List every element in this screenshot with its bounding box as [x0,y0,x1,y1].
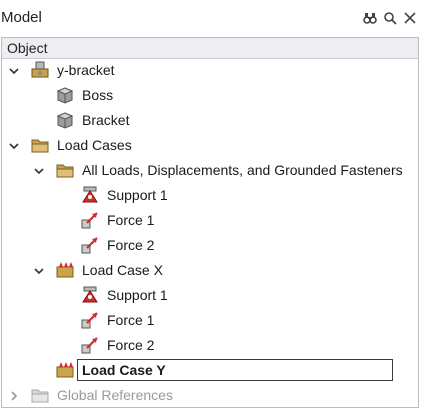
tree-label: Load Case Y [82,362,166,378]
chevron-down-icon[interactable] [8,64,20,76]
load-case-icon [55,360,75,380]
tree-row-bracket[interactable]: Bracket [2,108,418,133]
tree-label: All Loads, Displacements, and Grounded F… [82,162,403,178]
tree-label: Load Cases [57,137,132,153]
chevron-right-icon[interactable] [8,389,20,401]
model-tree-panel: Object y-bracket Boss Bracket Load Cases… [1,37,419,408]
tree-row-force-2[interactable]: Force 2 [2,333,418,358]
force-icon [80,310,100,330]
panel-title: Model [1,9,42,26]
tree-label: Force 2 [107,337,155,353]
column-header-object[interactable]: Object [2,38,418,59]
tree-row-force-2[interactable]: Force 2 [2,233,418,258]
tree-row-all-loads[interactable]: All Loads, Displacements, and Grounded F… [2,158,418,183]
tree-row-support-1[interactable]: Support 1 [2,183,418,208]
tree-row-support-1[interactable]: Support 1 [2,283,418,308]
tree-row-force-1[interactable]: Force 1 [2,308,418,333]
tree-label: Boss [82,87,114,103]
tree-label: Load Case X [82,262,163,278]
selection-highlight [77,359,393,381]
chevron-down-icon[interactable] [33,264,45,276]
folder-icon [30,385,50,405]
tree-label: Support 1 [107,187,168,203]
tree-label: Force 1 [107,312,155,328]
support-icon [80,285,100,305]
tree-row-boss[interactable]: Boss [2,83,418,108]
folder-icon [30,135,50,155]
binoculars-icon[interactable] [363,11,377,25]
tree-label: Force 1 [107,212,155,228]
force-icon [80,335,100,355]
tree-row-y-bracket[interactable]: y-bracket [2,58,418,83]
tree-label: Global References [57,387,173,403]
tree-row-global-references[interactable]: Global References [2,383,418,408]
folder-icon [55,160,75,180]
tree-row-force-1[interactable]: Force 1 [2,208,418,233]
chevron-down-icon[interactable] [8,139,20,151]
part-cube-icon [55,110,75,130]
assembly-icon [30,60,50,80]
panel-titlebar: Model [0,0,421,37]
force-icon [80,210,100,230]
close-icon[interactable] [403,11,417,25]
tree-label: y-bracket [57,62,115,78]
load-case-icon [55,260,75,280]
tree-row-load-cases[interactable]: Load Cases [2,133,418,158]
tree-label: Support 1 [107,287,168,303]
tree-label: Force 2 [107,237,155,253]
part-cube-icon [55,85,75,105]
tree-row-load-case-x[interactable]: Load Case X [2,258,418,283]
support-icon [80,185,100,205]
tree-label: Bracket [82,112,130,128]
chevron-down-icon[interactable] [33,164,45,176]
titlebar-icons [363,11,417,25]
force-icon [80,235,100,255]
search-icon[interactable] [383,11,397,25]
tree-row-load-case-y[interactable]: Load Case Y [2,358,418,383]
